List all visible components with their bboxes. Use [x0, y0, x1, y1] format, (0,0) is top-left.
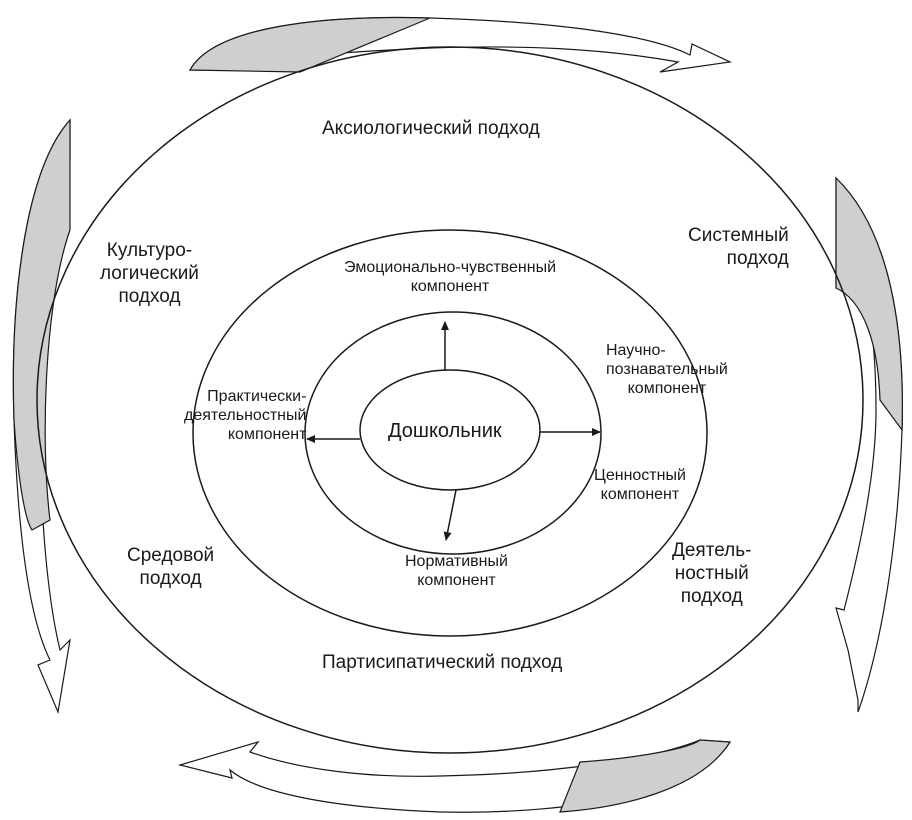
component-value-line-2: компонент [600, 486, 680, 504]
approach-activity-line-3: подход [680, 585, 743, 607]
component-emotional-line-1: Эмоционально-чувственный [344, 259, 556, 276]
component-normative-label: Нормативный компонент [405, 552, 508, 590]
approach-systemic-line-2: подход [726, 247, 789, 269]
center-label: Дошкольник [388, 420, 502, 442]
component-scientific-line-3: компонент [627, 380, 707, 398]
arrow-down [443, 489, 457, 541]
cycle-arrow-left-shade [12, 118, 71, 531]
component-value-label: Ценностный компонент [594, 466, 686, 504]
middle-ellipse [192, 229, 708, 637]
component-normative-line-1: Нормативный [405, 553, 508, 570]
approach-systemic-label: Системный подход [688, 225, 789, 271]
approach-culturological-label: Культуро- логический подход [100, 240, 199, 308]
inner-ellipse [304, 311, 602, 555]
approach-activity-line-2: ностный [674, 562, 749, 584]
cycle-arrow-right-shade [835, 176, 903, 432]
approach-environmental-line-1: Средовой [127, 545, 215, 566]
component-emotional-line-2: компонент [410, 278, 490, 296]
component-practical-label: Практически- деятельностный компонент [184, 387, 306, 445]
component-practical-line-1: Практически- [207, 388, 307, 405]
approach-axiological-label: Аксиологический подход [322, 118, 540, 139]
component-scientific-line-1: Научно- [606, 342, 666, 359]
component-emotional-label: Эмоционально-чувственный компонент [344, 258, 556, 296]
component-practical-line-2: деятельностный [184, 407, 307, 425]
component-normative-line-2: компонент [417, 572, 496, 590]
cycle-arrow-bottom-shade [559, 739, 732, 813]
approach-environmental-line-2: подход [139, 567, 202, 589]
approach-culturological-line-1: Культуро- [106, 240, 193, 261]
approach-culturological-line-3: подход [118, 285, 181, 307]
approach-culturological-line-2: логический [100, 262, 199, 284]
approach-activity-line-1: Деятель- [672, 540, 752, 561]
component-scientific-line-2: познавательный [606, 361, 728, 379]
approach-environmental-label: Средовой подход [127, 545, 214, 591]
approach-participatory-label: Партисипатический подход [322, 652, 563, 673]
outer-ellipse [36, 46, 864, 754]
component-scientific-label: Научно- познавательный компонент [606, 341, 728, 399]
cycle-arrow-top-shade [188, 16, 431, 73]
component-practical-line-3: компонент [227, 426, 307, 444]
center-ellipse [359, 369, 541, 491]
approach-systemic-line-1: Системный [688, 225, 789, 246]
component-value-line-1: Ценностный [594, 467, 686, 484]
approach-activity-label: Деятель- ностный подход [672, 540, 751, 608]
